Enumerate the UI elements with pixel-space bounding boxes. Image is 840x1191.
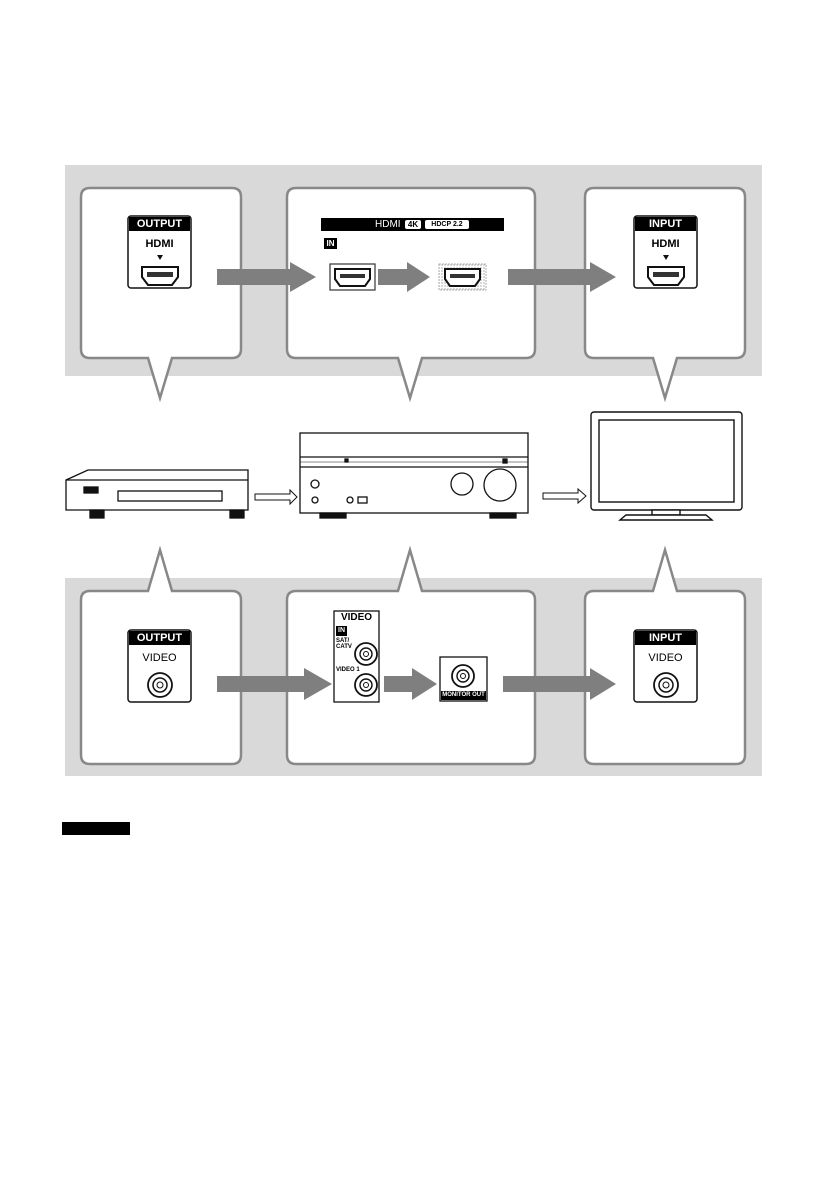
hdmi-port-icon [648, 267, 684, 285]
source-player-device [66, 470, 248, 518]
callout-bubble-receiver-video [287, 550, 535, 764]
video-in-label: IN [336, 626, 347, 636]
video-output-port-label: VIDEO [128, 652, 191, 664]
video-output-header: OUTPUT [129, 631, 190, 645]
cable-left [255, 490, 297, 504]
tv-device [591, 412, 742, 520]
rca-jack-icon [355, 674, 377, 696]
hdmi-in-port-icon [330, 264, 375, 290]
note-heading-box [62, 822, 130, 835]
hdmi-input-header: INPUT [635, 217, 696, 231]
jack-video1-label: VIDEO 1 [336, 667, 366, 673]
video-input-port-label: VIDEO [634, 652, 697, 664]
badge-4k: 4K [405, 220, 421, 229]
hdmi-output-header: OUTPUT [129, 217, 190, 231]
video-arrows [217, 668, 616, 700]
video-input-header: INPUT [635, 631, 696, 645]
jack-sat-catv-label: SAT/ CATV [336, 638, 356, 650]
video-panel-header: VIDEO [336, 612, 377, 624]
hdmi-strip: HDMI 4K HDCP 2.2 [321, 218, 504, 231]
rca-jack-icon [452, 665, 474, 687]
hdmi-out-port-icon [439, 264, 486, 290]
cable-right [543, 489, 586, 503]
rca-jack-icon [654, 673, 678, 697]
hdmi-in-label: IN [324, 238, 337, 249]
hdmi-strip-label: HDMI [375, 218, 401, 231]
av-receiver-device [300, 433, 528, 518]
rca-jack-icon [148, 673, 172, 697]
rca-jack-icon [355, 643, 377, 665]
hdmi-input-port-label: HDMI [634, 238, 697, 250]
hdmi-port-icon [142, 267, 178, 285]
monitor-out-label: MONITOR OUT [441, 691, 486, 700]
badge-hdcp: HDCP 2.2 [425, 220, 469, 229]
hdmi-output-port-label: HDMI [128, 238, 191, 250]
